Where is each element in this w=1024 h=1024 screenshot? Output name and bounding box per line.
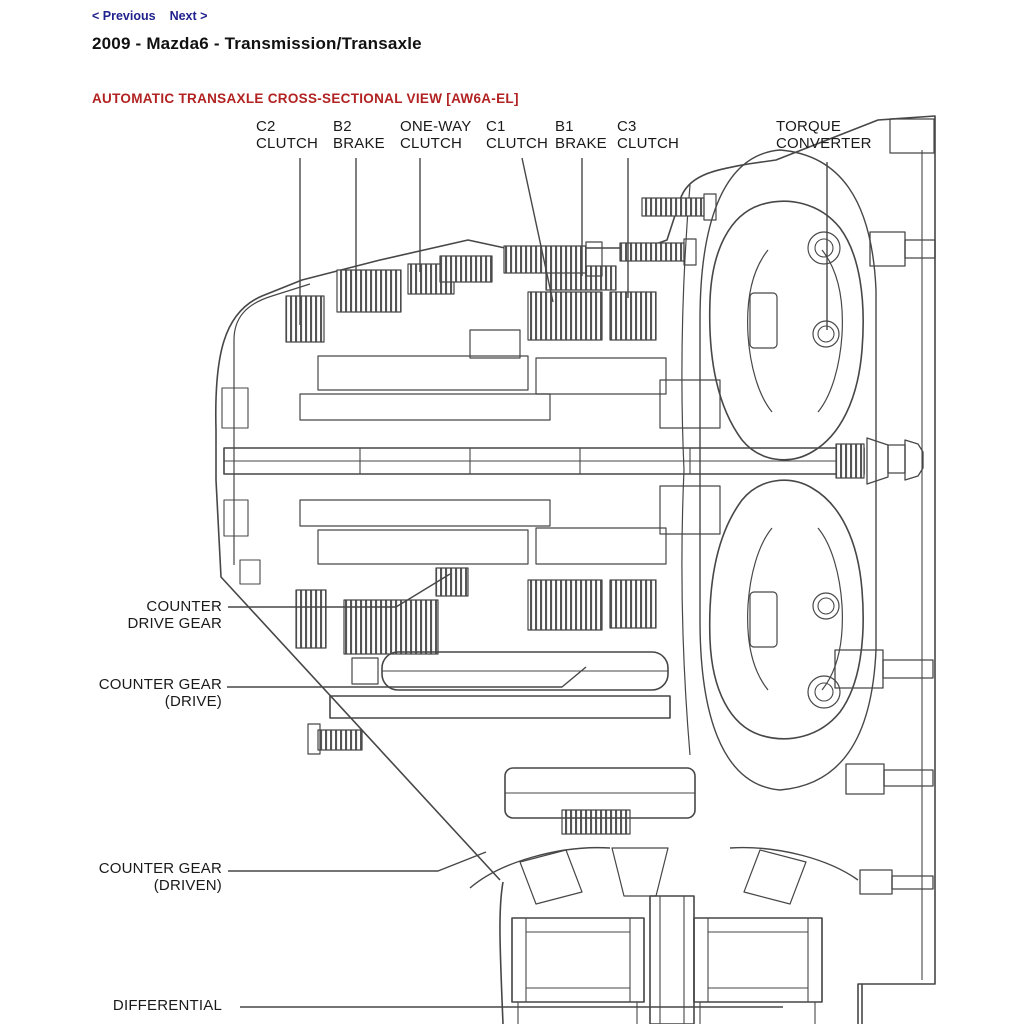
c3-clutch-pack bbox=[609, 291, 657, 341]
transaxle-case bbox=[214, 115, 936, 1024]
label-b1-brake: B1 BRAKE bbox=[555, 118, 607, 152]
page-title: 2009 - Mazda6 - Transmission/Transaxle bbox=[92, 34, 422, 53]
label-one-way-clutch: ONE-WAY CLUTCH bbox=[400, 118, 472, 152]
output-stubs bbox=[834, 231, 936, 895]
label-c3-clutch: C3 CLUTCH bbox=[617, 118, 680, 152]
counter-drive-gear-spline bbox=[435, 567, 469, 597]
shafts bbox=[223, 443, 865, 479]
b2-brake-pack bbox=[336, 269, 402, 313]
previous-link[interactable]: < Previous bbox=[92, 9, 156, 23]
leader-counter-drive-gear bbox=[228, 573, 451, 608]
label-differential: DIFFERENTIAL bbox=[112, 997, 222, 1014]
breadcrumb-nav: < Previous Next > bbox=[92, 9, 207, 23]
leader-counter-gear-driven bbox=[228, 851, 487, 872]
leader-lines bbox=[227, 157, 828, 1008]
torque-converter bbox=[699, 149, 877, 791]
gear-cluster bbox=[299, 329, 721, 565]
leader-c1-clutch bbox=[521, 157, 554, 303]
c1-clutch-pack bbox=[527, 291, 603, 341]
label-b2-brake: B2 BRAKE bbox=[333, 118, 385, 152]
label-counter-gear-drive: COUNTER GEAR (DRIVE) bbox=[98, 676, 222, 710]
label-c1-clutch: C1 CLUTCH bbox=[486, 118, 549, 152]
bolts bbox=[307, 193, 717, 755]
clutch-packs bbox=[285, 263, 657, 835]
next-link[interactable]: Next > bbox=[169, 9, 208, 23]
label-torque-converter: TORQUE CONVERTER bbox=[776, 118, 872, 152]
counter-gears bbox=[329, 651, 696, 819]
differential bbox=[469, 846, 859, 1024]
label-counter-drive-gear: COUNTER DRIVE GEAR bbox=[127, 598, 222, 632]
label-counter-gear-driven: COUNTER GEAR (DRIVEN) bbox=[98, 860, 222, 894]
leader-counter-gear-drive bbox=[227, 666, 587, 688]
label-c2-clutch: C2 CLUTCH bbox=[256, 118, 319, 152]
c2-clutch-pack bbox=[285, 295, 325, 343]
section-heading: AUTOMATIC TRANSAXLE CROSS-SECTIONAL VIEW… bbox=[92, 91, 519, 106]
